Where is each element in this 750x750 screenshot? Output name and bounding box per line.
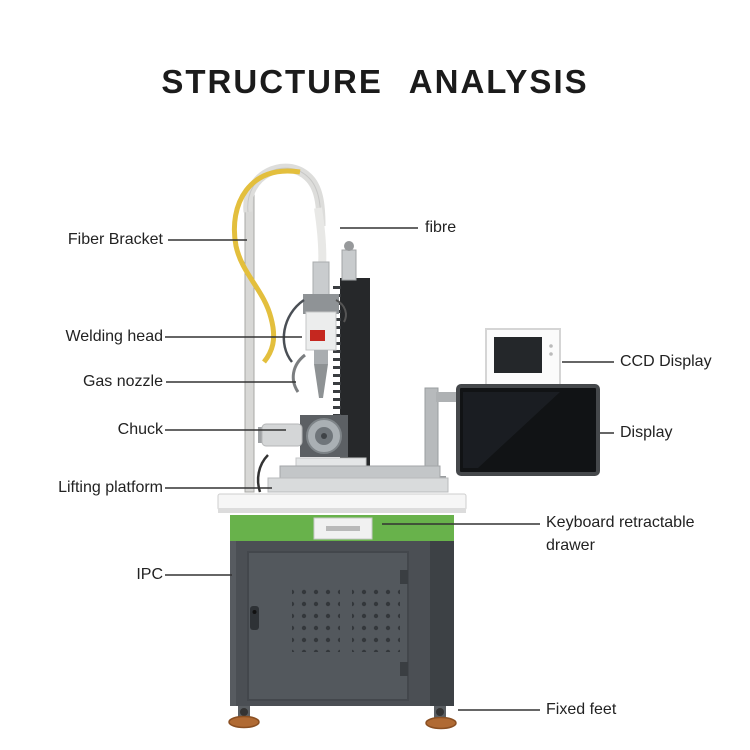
label-fixed-feet: Fixed feet	[546, 701, 617, 718]
fiber-bracket-pole	[243, 163, 326, 493]
cabinet	[230, 541, 454, 706]
warning-label	[310, 330, 325, 341]
foot-right	[425, 716, 457, 730]
keyboard-drawer-band	[230, 515, 454, 541]
label-chuck: Chuck	[117, 421, 163, 438]
label-display: Display	[620, 424, 673, 441]
fibre-cable-white	[314, 207, 327, 269]
label-lifting-platform: Lifting platform	[58, 479, 163, 496]
fixed-feet	[228, 706, 457, 730]
door-lock	[250, 606, 259, 630]
label-ccd-display: CCD Display	[620, 353, 712, 370]
display-monitor	[418, 384, 600, 486]
label-gas-nozzle: Gas nozzle	[82, 373, 163, 390]
head-wire	[282, 298, 305, 363]
chuck-assembly	[258, 415, 348, 457]
label-keyboard-retractable-drawer: Keyboard retractable drawer	[546, 514, 695, 554]
foot-left	[228, 715, 260, 729]
label-fiber-bracket: Fiber Bracket	[67, 231, 163, 248]
fiber-cable-yellow	[231, 168, 301, 364]
label-fibre: fibre	[425, 219, 457, 236]
ccd-screen	[494, 337, 542, 373]
label-welding-head: Welding head	[65, 328, 163, 345]
label-ipc: IPC	[136, 566, 163, 583]
gas-nozzle-tube	[291, 353, 306, 393]
rotary-motor	[261, 423, 303, 447]
page-title: STRUCTURE ANALYSIS	[161, 63, 589, 100]
vent-holes-right	[352, 588, 400, 652]
welding-head	[282, 261, 347, 398]
vent-holes-left	[292, 588, 340, 652]
nozzle-tip	[314, 364, 328, 398]
tabletop	[217, 493, 467, 513]
lifting-platform	[256, 454, 449, 493]
leader-lines	[165, 227, 614, 711]
